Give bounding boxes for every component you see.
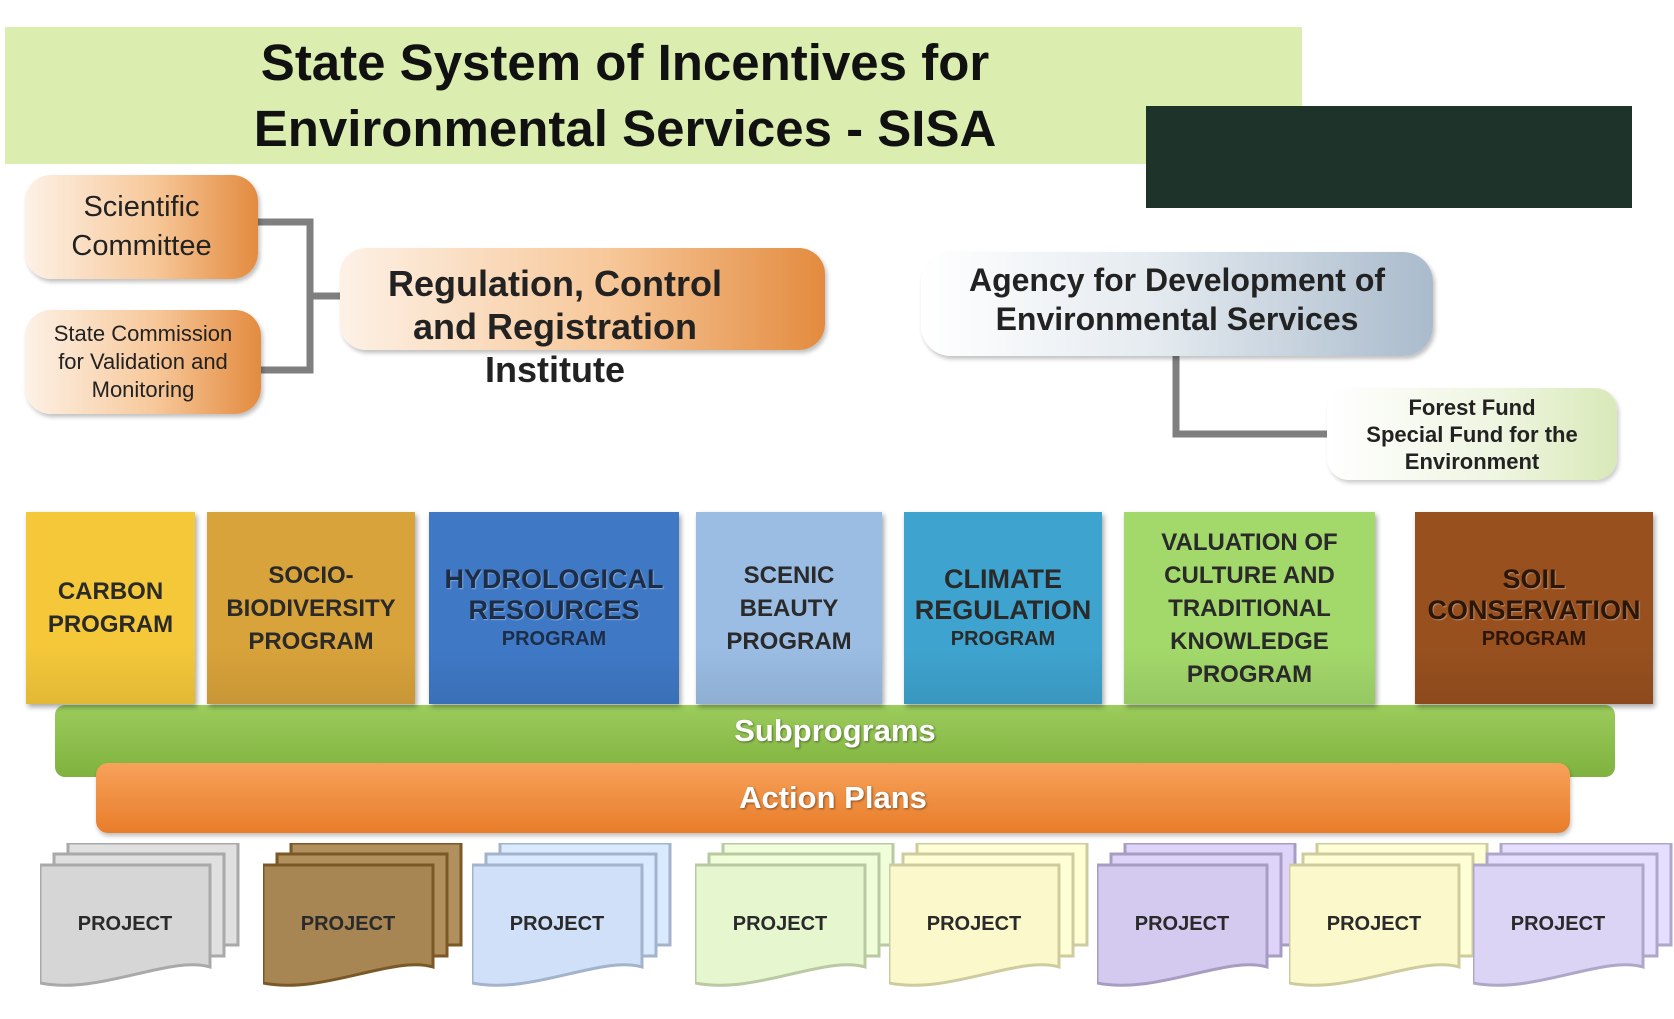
action-plans-bar: Action Plans (96, 763, 1570, 833)
program-box: SOCIO- BIODIVERSITY PROGRAM (207, 512, 415, 704)
program-label-line: CLIMATE (944, 564, 1062, 594)
funds-line: Special Fund for the (1366, 421, 1578, 447)
project-doc-stack: PROJECT (1471, 841, 1673, 995)
state-commission-line: for Validation and (58, 349, 228, 374)
program-label-line: PROGRAM (47, 611, 174, 638)
project-label: PROJECT (509, 913, 605, 935)
project-label: PROJECT (300, 913, 396, 935)
project-doc-stack: PROJECT (887, 841, 1089, 995)
project-label: PROJECT (1326, 913, 1422, 935)
program-label-line: SOIL (1502, 564, 1566, 594)
project-label: PROJECT (77, 913, 173, 935)
scientific-committee-line: Scientific (83, 191, 200, 223)
project-doc-stack: PROJECT (470, 841, 672, 995)
project-doc-icon (1095, 841, 1297, 987)
program-label-line: CONSERVATION (1427, 595, 1641, 625)
project-doc-stack: PROJECT (261, 841, 463, 995)
program-label-line: REGULATION (914, 595, 1092, 625)
committee-connector (258, 218, 340, 374)
agency-fund-connector (1172, 356, 1327, 438)
project-doc-sheet (261, 863, 435, 987)
project-label: PROJECT (732, 913, 828, 935)
state-commission-line: State Commission (53, 321, 233, 346)
project-doc-sheet (1095, 863, 1269, 987)
scientific-committee-box: Scientific Committee (25, 175, 258, 279)
program-label-line: BIODIVERSITY (226, 594, 396, 622)
program-label-line: KNOWLEDGE (1170, 627, 1329, 655)
program-label-line: PROGRAM (248, 627, 374, 655)
program-label-line: VALUATION OF (1161, 528, 1338, 556)
agency-line: Environmental Services (995, 301, 1359, 337)
regulation-institute-line: Institute (485, 349, 625, 390)
program-sublabel: PROGRAM (501, 628, 607, 650)
program-label-line: CARBON (57, 578, 164, 605)
program-box: CARBON PROGRAM (26, 512, 195, 704)
program-label-line: PROGRAM (1186, 660, 1313, 688)
project-doc-icon (261, 841, 463, 987)
program-label-line: RESOURCES (468, 595, 640, 625)
project-doc-icon (38, 841, 240, 987)
agency-line: Agency for Development of (968, 262, 1386, 298)
project-label: PROJECT (1134, 913, 1230, 935)
program-label-line: HYDROLOGICAL (444, 564, 664, 594)
program-label-line: BEAUTY (739, 594, 839, 622)
project-doc-sheet (470, 863, 644, 987)
regulation-institute-line: and Registration (412, 306, 698, 347)
state-commission-box: State Commission for Validation and Moni… (25, 310, 261, 414)
project-doc-sheet (1471, 863, 1645, 987)
title-line-2: Environmental Services - SISA (253, 100, 997, 157)
regulation-institute-line: Regulation, Control (388, 263, 722, 304)
project-doc-stack: PROJECT (1287, 841, 1489, 995)
project-doc-icon (470, 841, 672, 987)
program-label-line: PROGRAM (726, 627, 852, 655)
scientific-committee-line: Committee (71, 230, 212, 262)
diagram-title: State System of Incentives for Environme… (150, 30, 1100, 162)
project-label: PROJECT (926, 913, 1022, 935)
agency-box: Agency for Development of Environmental … (921, 252, 1433, 356)
action-plans-label: Action Plans (739, 780, 927, 815)
title-line-1: State System of Incentives for (260, 34, 990, 91)
dark-accent-box (1146, 106, 1632, 208)
project-doc-sheet (1287, 863, 1461, 987)
project-doc-stack: PROJECT (693, 841, 895, 995)
project-doc-icon (693, 841, 895, 987)
program-label-line: SCENIC (743, 561, 835, 589)
project-label: PROJECT (1510, 913, 1606, 935)
state-commission-line: Monitoring (91, 377, 195, 402)
project-doc-sheet (693, 863, 867, 987)
program-sublabel: PROGRAM (1481, 628, 1587, 650)
funds-box: Forest Fund Special Fund for the Environ… (1327, 388, 1617, 480)
project-doc-sheet (38, 863, 212, 987)
project-doc-icon (1471, 841, 1673, 987)
project-doc-stack: PROJECT (1095, 841, 1297, 995)
program-label-line: SOCIO- (268, 561, 354, 589)
project-doc-sheet (887, 863, 1061, 987)
program-box: SCENIC BEAUTY PROGRAM (696, 512, 882, 704)
regulation-institute-box: Regulation, Control and Registration Ins… (340, 248, 825, 390)
funds-line: Forest Fund (1408, 394, 1536, 420)
program-label-line: CULTURE AND (1164, 561, 1335, 589)
program-box: VALUATION OF CULTURE AND TRADITIONAL KNOWLE… (1124, 512, 1375, 704)
funds-line: Environment (1404, 448, 1540, 474)
program-sublabel: PROGRAM (950, 628, 1056, 650)
title-banner (5, 27, 1302, 164)
project-doc-icon (1287, 841, 1489, 987)
project-doc-icon (887, 841, 1089, 987)
subprograms-label: Subprograms (734, 713, 936, 748)
program-label-line: TRADITIONAL (1168, 594, 1331, 622)
project-doc-stack: PROJECT (38, 841, 240, 995)
